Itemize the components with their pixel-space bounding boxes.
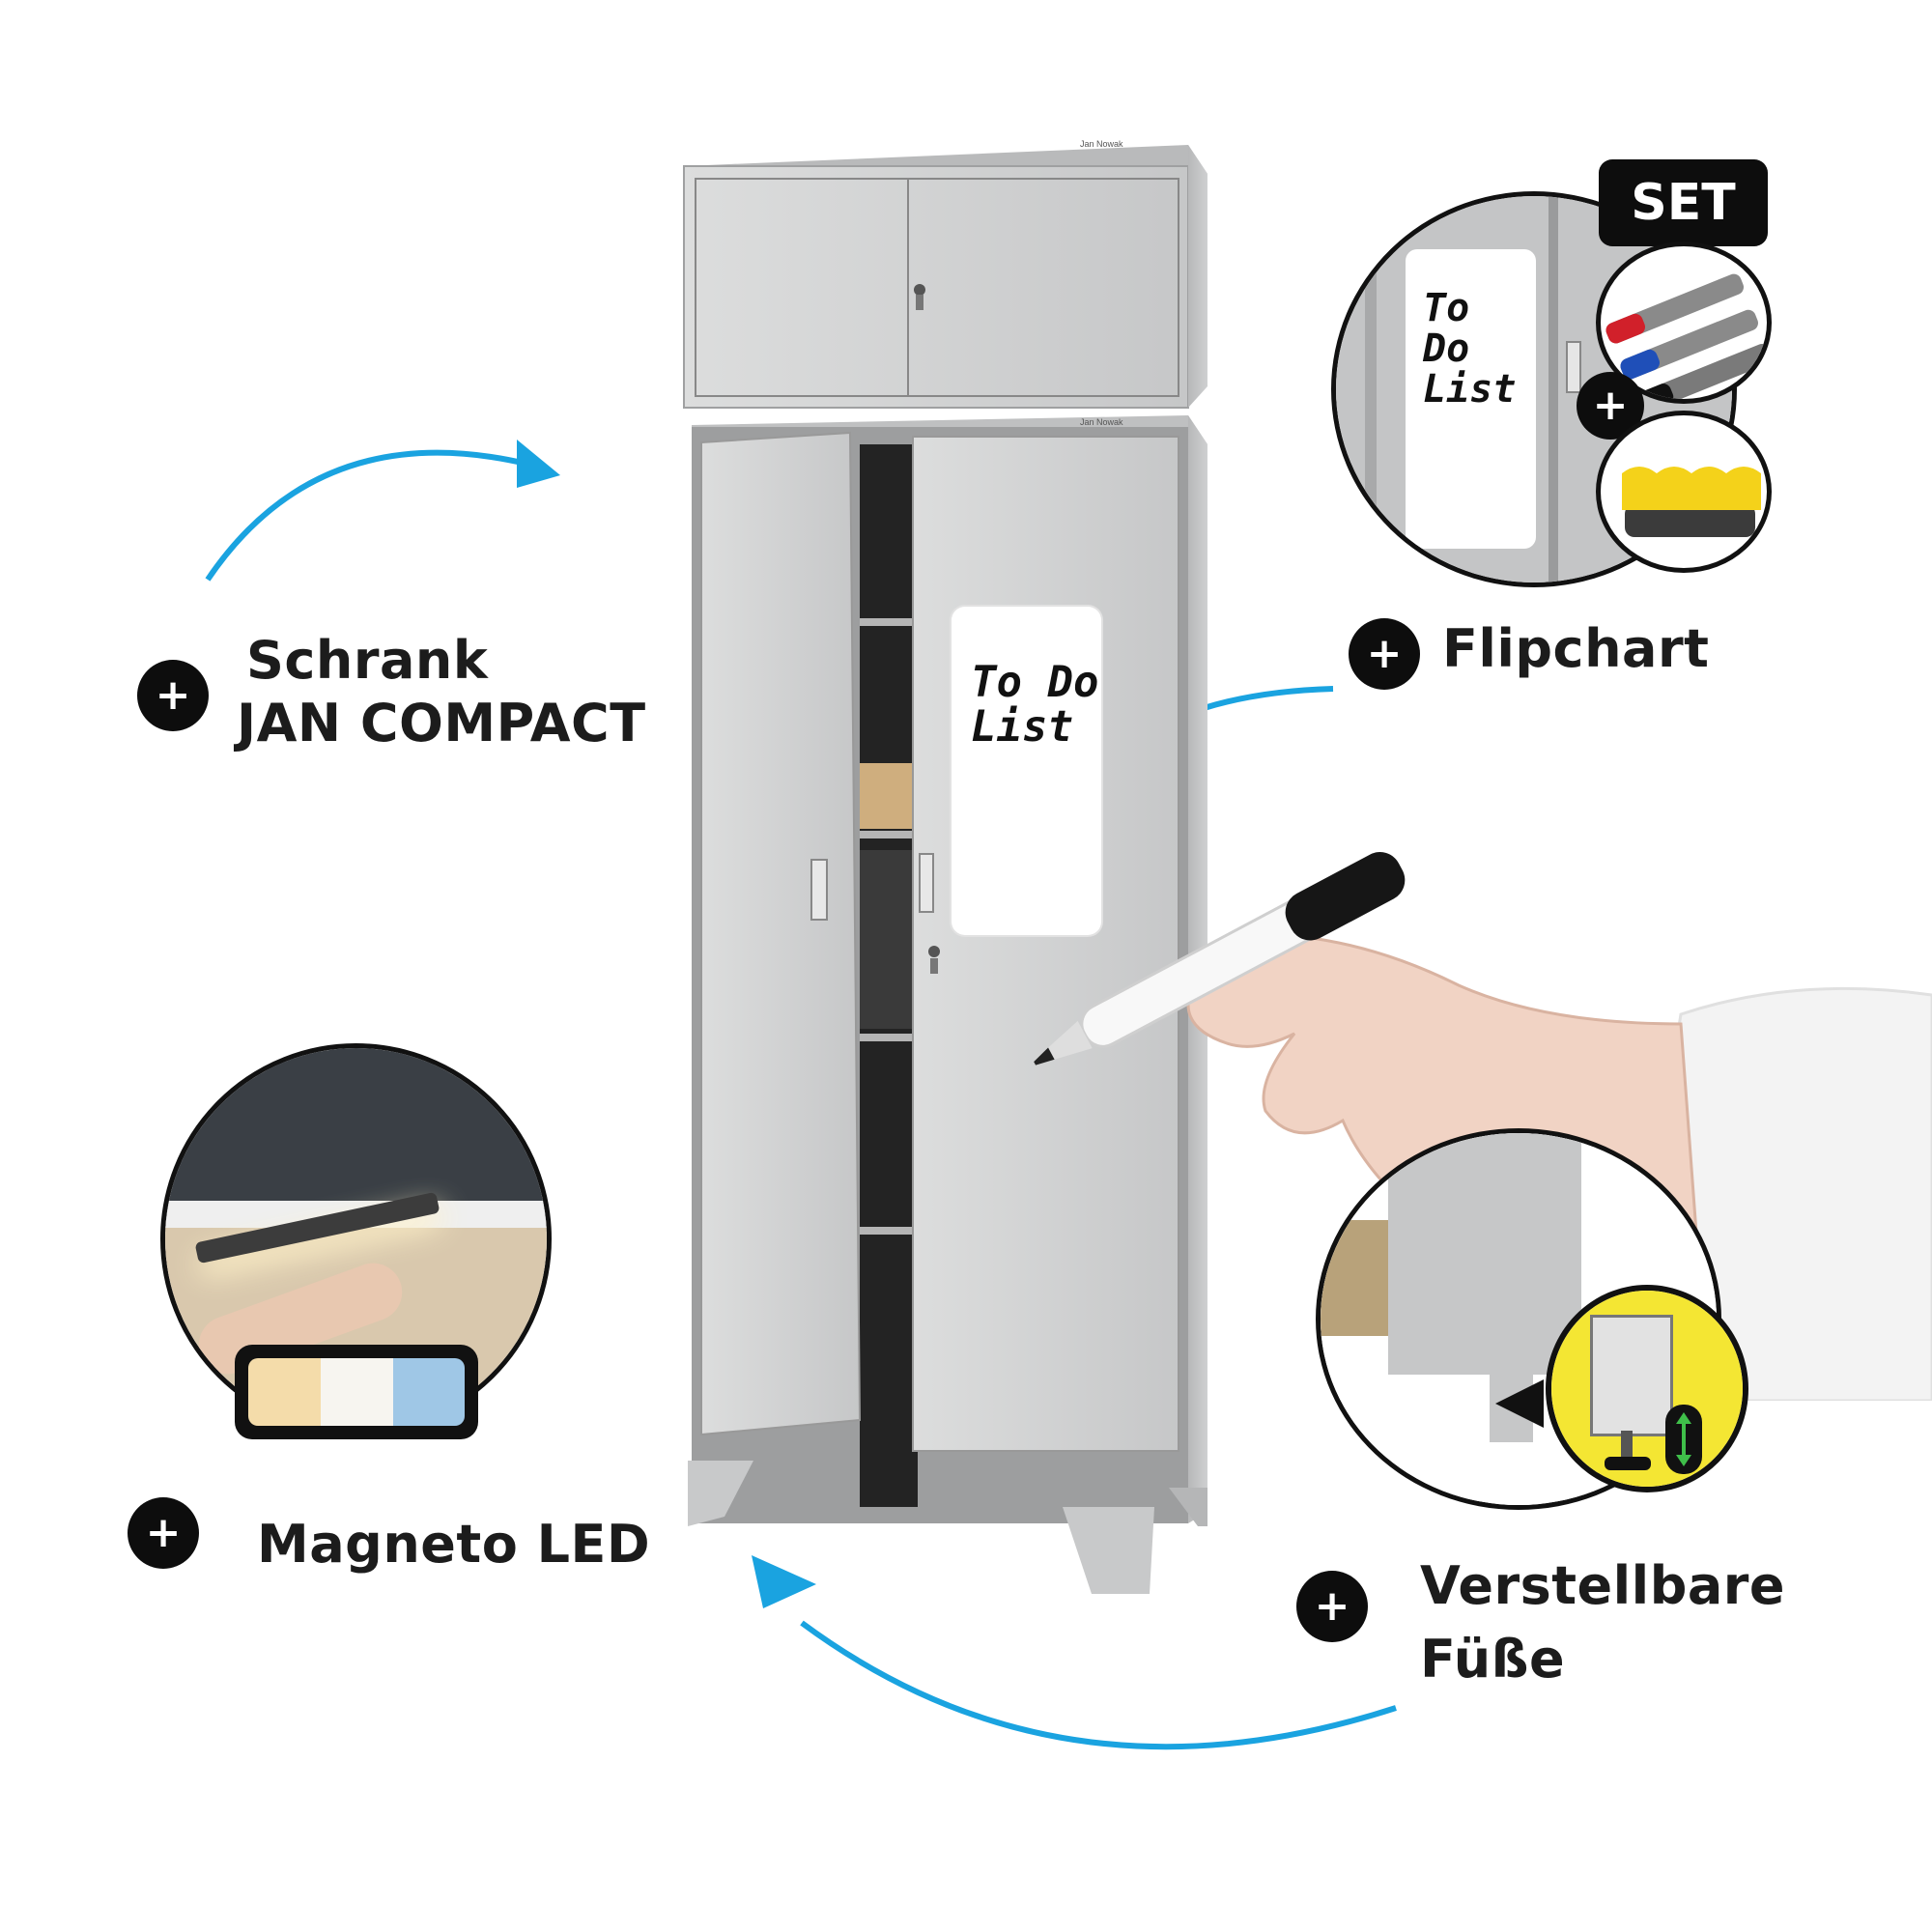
sponge-circle bbox=[1596, 411, 1772, 573]
whiteboard-on-door: To Do List bbox=[952, 607, 1101, 935]
flipchart-detail-circle: To Do List bbox=[1331, 191, 1737, 587]
adjustable-foot-circle bbox=[1546, 1285, 1748, 1492]
arrow-head bbox=[517, 440, 560, 488]
arrow-head bbox=[752, 1555, 816, 1608]
brand-mark-upper: Jan Nowak bbox=[1080, 139, 1123, 149]
pointer-triangle-icon bbox=[1495, 1379, 1544, 1428]
schrank-label-line2: JAN COMPACT bbox=[237, 693, 646, 753]
plus-icon: + bbox=[128, 1497, 199, 1569]
plus-icon: + bbox=[1296, 1571, 1368, 1642]
feet-label-line1: Verstellbare bbox=[1420, 1555, 1786, 1616]
whiteboard-detail: To Do List bbox=[1406, 249, 1536, 549]
cabinet-illustration bbox=[683, 145, 1208, 1594]
adjust-arrows-icon bbox=[1665, 1405, 1702, 1474]
curved-arrow-icon bbox=[205, 449, 527, 582]
brand-mark-lower: Jan Nowak bbox=[1080, 417, 1123, 427]
plus-icon: + bbox=[137, 660, 209, 731]
set-badge: SET bbox=[1599, 159, 1768, 246]
whiteboard-detail-text: To Do List bbox=[1423, 286, 1517, 412]
plus-icon: + bbox=[1349, 618, 1420, 690]
markers-illustration bbox=[1605, 273, 1767, 399]
flipchart-label: Flipchart bbox=[1442, 618, 1710, 679]
whiteboard-text: To Do List bbox=[971, 658, 1099, 753]
feet-label-line2: Füße bbox=[1420, 1629, 1566, 1690]
curved-arrow-icon bbox=[800, 1620, 1397, 1750]
led-label: Magneto LED bbox=[257, 1514, 651, 1575]
led-color-modes bbox=[235, 1345, 478, 1439]
schrank-label-line1: Schrank bbox=[246, 630, 489, 691]
sponge-illustration bbox=[1622, 467, 1761, 537]
